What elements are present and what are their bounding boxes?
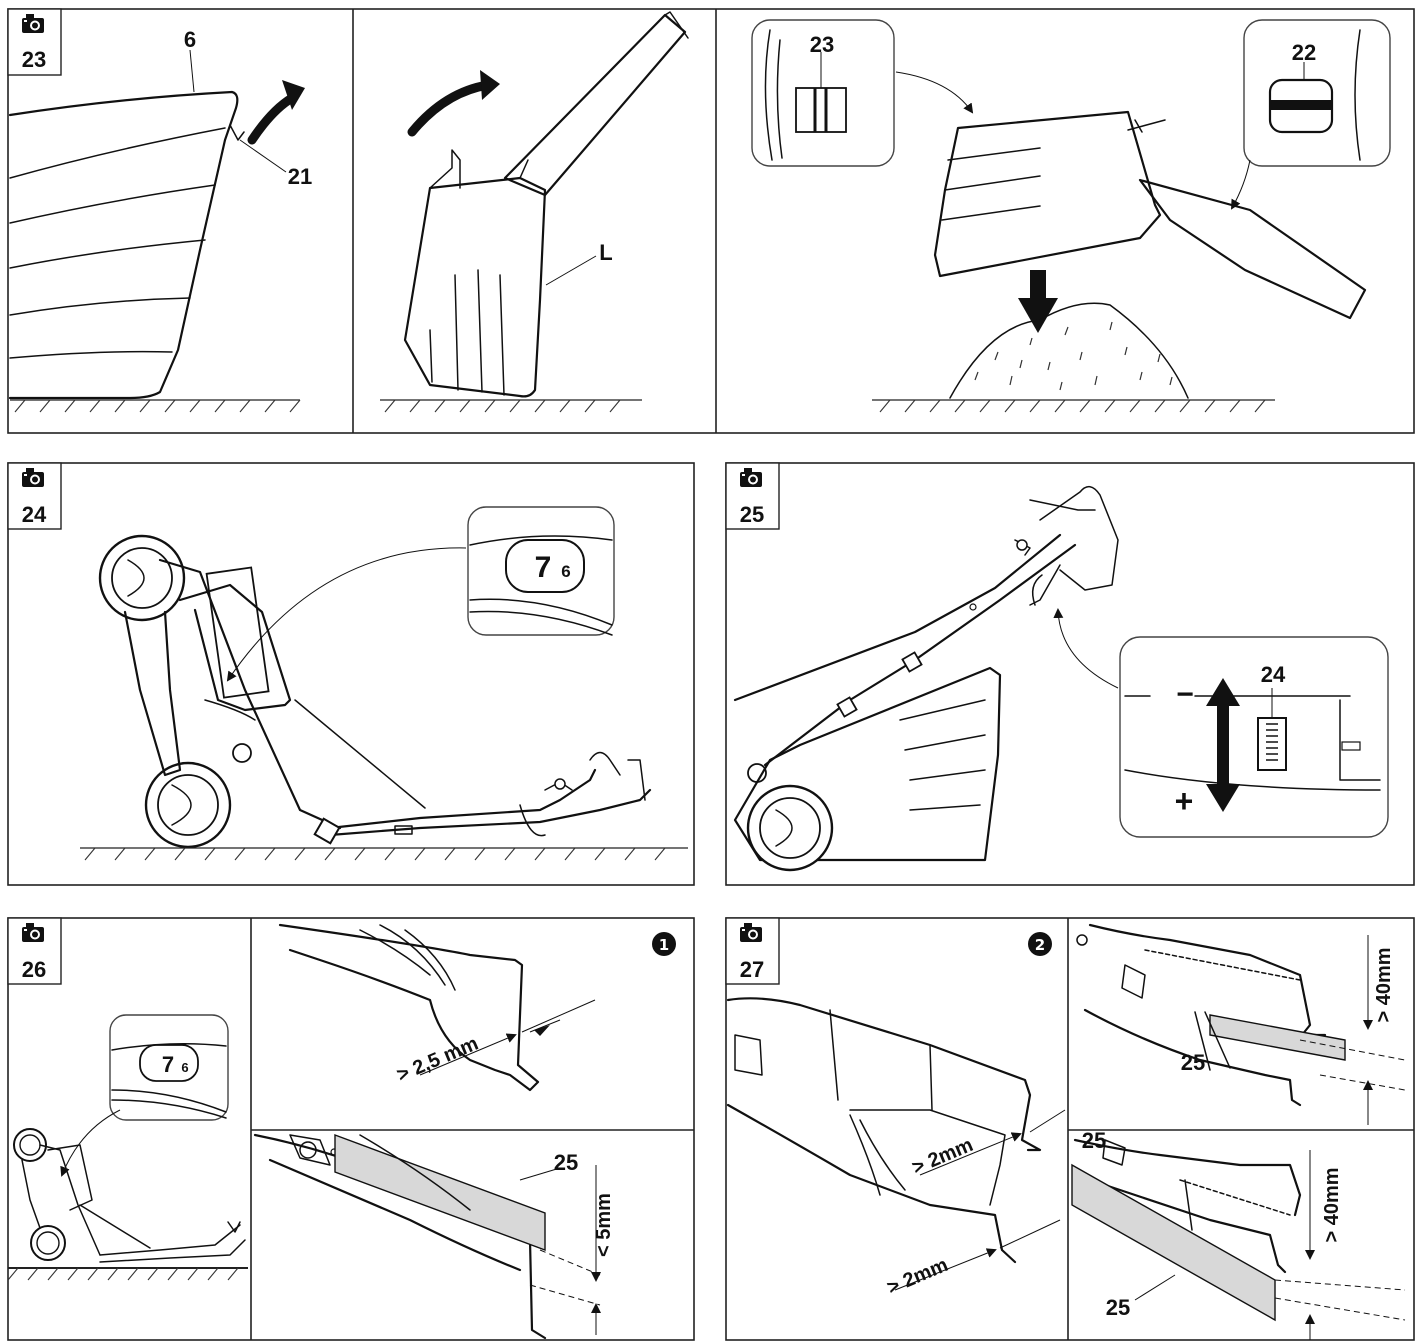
figure-number: 24: [22, 502, 47, 527]
figure-27: 27 2 ❷ > 2mm > 2mm: [725, 917, 1415, 1341]
figure-26: 26 7 6 1: [7, 917, 695, 1341]
figure-number: 25: [740, 502, 764, 527]
gap-b-label: > 40mm: [1321, 1167, 1343, 1242]
figure-23: 23 6 21: [7, 8, 1415, 434]
figure-27-frame: [725, 917, 1415, 1341]
grass-box-lid-view: 6 21: [8, 27, 312, 413]
label-plus: +: [1175, 783, 1194, 819]
counter-big-digit: 7: [535, 551, 552, 584]
svg-text:2: 2: [1035, 936, 1045, 954]
ruler-b-top-label: 25: [1082, 1128, 1106, 1153]
blade-ruler-gap-top: 25 > 40mm: [1076, 923, 1406, 1125]
grass-box-upright-view: L: [380, 11, 689, 413]
figure-23-frame: [7, 8, 1415, 434]
ruler-label: 25: [554, 1150, 578, 1175]
mower-tilted-back: [98, 534, 652, 849]
svg-text:1: 1: [659, 936, 669, 954]
counter-small-digit: 6: [561, 562, 570, 581]
small-mower-tilted: [13, 1128, 246, 1263]
figure-number: 23: [22, 47, 46, 72]
label-lever: 24: [1261, 662, 1286, 687]
label-bag-edge: L: [599, 240, 612, 265]
blade-with-ruler: 25 < 5mm: [253, 1133, 615, 1340]
label-latch-a: 23: [810, 32, 834, 57]
label-latch-b: 22: [1292, 40, 1316, 65]
ruler-b-label: 25: [1106, 1295, 1130, 1320]
label-catch: 21: [288, 164, 312, 189]
label-minus: −: [1176, 678, 1194, 711]
blade-ruler-gap-bottom: 25 25 > 40mm: [1071, 1128, 1406, 1340]
gap-a-label: > 40mm: [1373, 947, 1395, 1022]
grass-box-emptying-view: 23 22: [751, 19, 1391, 413]
counter-big-digit: 7: [162, 1052, 174, 1077]
figure-number: 27: [740, 957, 764, 982]
figure-26-frame: [7, 917, 695, 1341]
ruler-a-label: 25: [1181, 1050, 1205, 1075]
mower-side-view: [733, 486, 1119, 872]
deflection-label: < 5mm: [593, 1193, 615, 1257]
figure-25: 25: [725, 462, 1415, 886]
label-lid: 6: [184, 27, 196, 52]
figure-number: 26: [22, 957, 46, 982]
counter-small-digit: 6: [181, 1060, 188, 1075]
figure-24: 24 7 6: [7, 462, 695, 886]
